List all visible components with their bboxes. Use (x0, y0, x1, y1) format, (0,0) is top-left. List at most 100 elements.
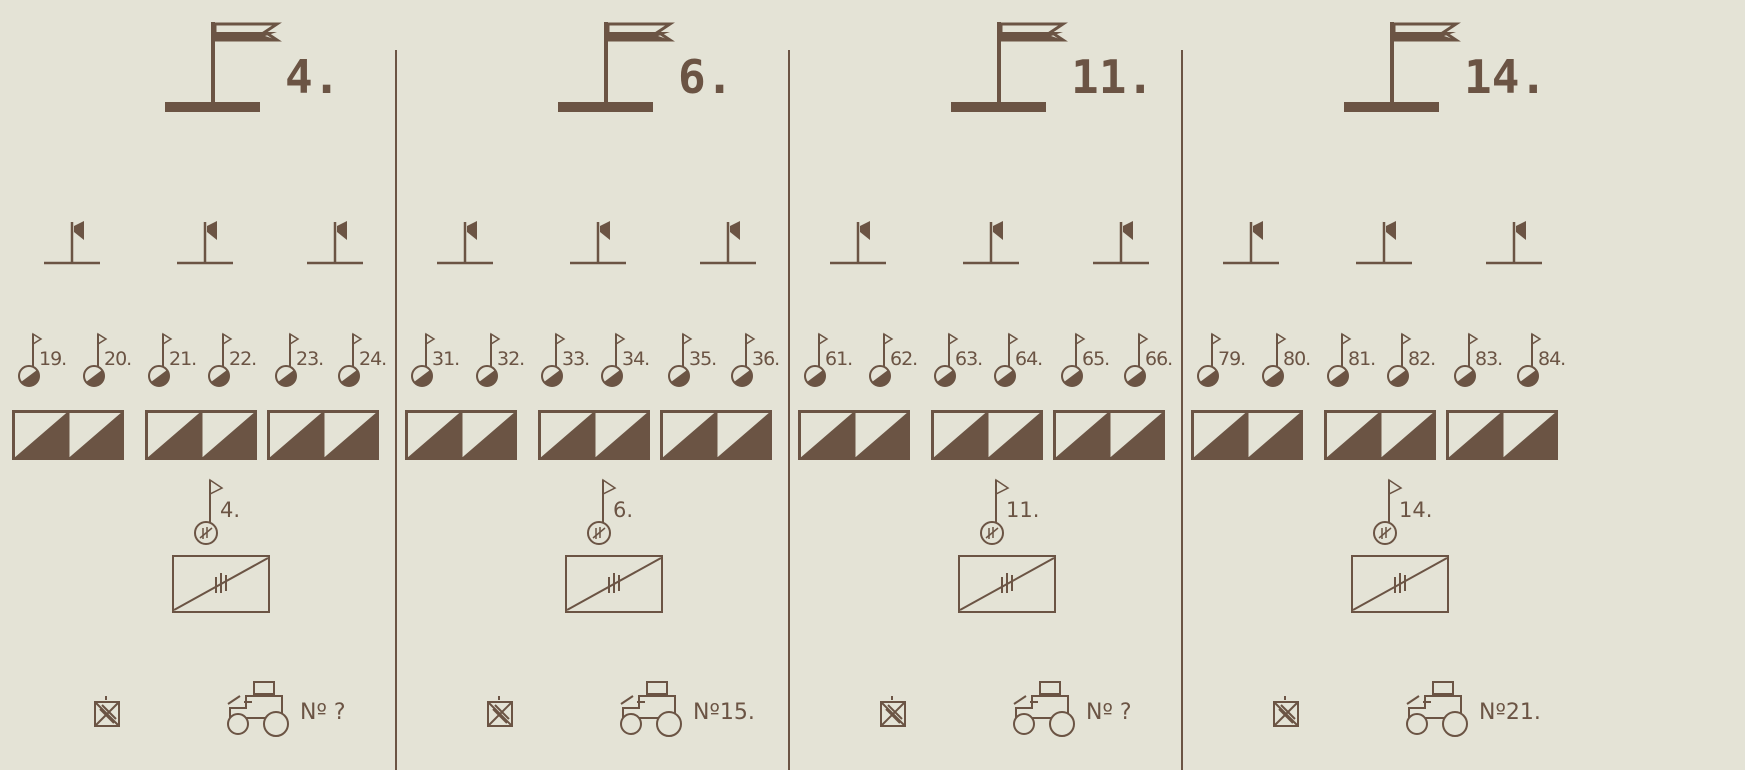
signal-box-icon (565, 555, 663, 613)
gun-row: 79. 80. 81. 82. (1179, 330, 1619, 392)
battery-flag-row (1179, 220, 1619, 295)
signal-box-icon (958, 555, 1056, 613)
gun-number: 34. (622, 348, 649, 370)
unit-column: 6. 31. (393, 0, 833, 770)
gun-number: 31. (432, 348, 459, 370)
gun-marker: 32. (473, 330, 539, 392)
crossed-tools-icon (876, 695, 912, 731)
gun-marker: 34. (598, 330, 664, 392)
vehicle-number: Nº21. (1479, 700, 1541, 725)
gun-number: 33. (562, 348, 589, 370)
pennant-flag-icon (1091, 220, 1151, 265)
command-post-icon (583, 478, 703, 548)
tractor-vehicle-icon (615, 678, 689, 740)
gun-number: 83. (1475, 348, 1502, 370)
tractor-vehicle-icon (222, 678, 296, 740)
pennant-flag-icon (1221, 220, 1281, 265)
gun-marker: 83. (1451, 330, 1517, 392)
split-square-icon (1446, 410, 1558, 460)
gun-number: 84. (1538, 348, 1565, 370)
gun-number: 66. (1145, 348, 1172, 370)
gun-marker: 61. (801, 330, 867, 392)
split-square-icon (931, 410, 1043, 460)
unit-number: 4. (285, 50, 340, 104)
gun-number: 79. (1218, 348, 1245, 370)
command-number: 11. (1006, 498, 1039, 522)
battery-flag-row (786, 220, 1226, 295)
split-square-icon (1324, 410, 1436, 460)
tractor-vehicle-icon (1008, 678, 1082, 740)
gun-marker: 65. (1058, 330, 1124, 392)
gun-marker: 35. (665, 330, 731, 392)
split-square-icon (145, 410, 257, 460)
signal-box-icon (1351, 555, 1449, 613)
gun-number: 21. (169, 348, 196, 370)
gun-number: 81. (1348, 348, 1375, 370)
unit-column: 4. 19. (0, 0, 440, 770)
gun-number: 22. (229, 348, 256, 370)
command-number: 14. (1399, 498, 1432, 522)
gun-marker: 64. (991, 330, 1057, 392)
gun-number: 82. (1408, 348, 1435, 370)
gun-row: 19. 20. 21. 22. (0, 330, 440, 392)
split-square-icon (12, 410, 124, 460)
gun-marker: 62. (866, 330, 932, 392)
gun-number: 64. (1015, 348, 1042, 370)
vehicle-number: Nº15. (693, 700, 755, 725)
gun-marker: 81. (1324, 330, 1390, 392)
gun-marker: 33. (538, 330, 604, 392)
unit-number: 6. (678, 50, 733, 104)
gun-number: 61. (825, 348, 852, 370)
crossed-tools-icon (1269, 695, 1305, 731)
split-square-icon (538, 410, 650, 460)
gun-number: 19. (39, 348, 66, 370)
signal-box-icon (172, 555, 270, 613)
gun-marker: 80. (1259, 330, 1325, 392)
split-square-icon (798, 410, 910, 460)
gun-number: 20. (104, 348, 131, 370)
gun-marker: 24. (335, 330, 401, 392)
split-square-icon (1191, 410, 1303, 460)
gun-number: 23. (296, 348, 323, 370)
gun-marker: 23. (272, 330, 338, 392)
gun-number: 35. (689, 348, 716, 370)
battery-flag-row (393, 220, 833, 295)
gun-marker: 36. (728, 330, 794, 392)
gun-marker: 79. (1194, 330, 1260, 392)
pennant-flag-icon (698, 220, 758, 265)
pennant-flag-icon (305, 220, 365, 265)
gun-number: 63. (955, 348, 982, 370)
gun-marker: 66. (1121, 330, 1187, 392)
gun-marker: 19. (15, 330, 81, 392)
pennant-flag-icon (175, 220, 235, 265)
unit-number: 11. (1071, 50, 1154, 104)
gun-number: 65. (1082, 348, 1109, 370)
gun-number: 32. (497, 348, 524, 370)
tractor-vehicle-icon (1401, 678, 1475, 740)
pennant-flag-icon (435, 220, 495, 265)
pennant-flag-icon (1484, 220, 1544, 265)
gun-number: 36. (752, 348, 779, 370)
split-square-icon (267, 410, 379, 460)
unit-number: 14. (1464, 50, 1547, 104)
unit-column: 14. 79. (1179, 0, 1619, 770)
gun-marker: 20. (80, 330, 146, 392)
pennant-flag-icon (1354, 220, 1414, 265)
pennant-flag-icon (568, 220, 628, 265)
gun-number: 62. (890, 348, 917, 370)
split-square-icon (1053, 410, 1165, 460)
gun-marker: 63. (931, 330, 997, 392)
vehicle-number: Nº ? (1086, 700, 1132, 725)
pennant-flag-icon (42, 220, 102, 265)
crossed-tools-icon (90, 695, 126, 731)
gun-number: 80. (1283, 348, 1310, 370)
command-number: 6. (613, 498, 633, 522)
battery-flag-row (0, 220, 440, 295)
vehicle-number: Nº ? (300, 700, 346, 725)
gun-marker: 84. (1514, 330, 1580, 392)
unit-column: 11. 61. (786, 0, 1226, 770)
gun-marker: 31. (408, 330, 474, 392)
gun-number: 24. (359, 348, 386, 370)
split-square-icon (660, 410, 772, 460)
